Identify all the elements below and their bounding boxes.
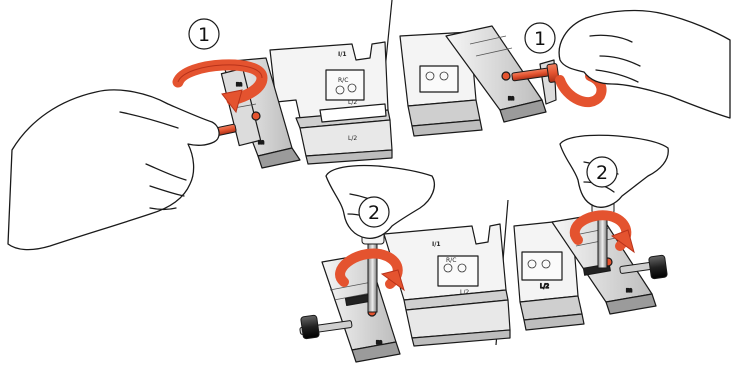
panel-top-right: m 1 (400, 11, 730, 136)
side-logo: m (508, 95, 514, 102)
panel-bottom-left: I/1 R/C L/2 m (300, 165, 510, 362)
side-logo: m (376, 339, 382, 346)
step-number: 1 (198, 24, 210, 46)
chip-label-top: I/1 (432, 241, 441, 248)
chip-label-mid: R/C (338, 77, 348, 84)
step-marker-bottom-left: 2 (359, 197, 389, 227)
chip-label-mid: R/C (446, 257, 456, 264)
chip-label-bottom-2: L/2 (348, 135, 357, 142)
side-clamp: m (322, 254, 400, 362)
chip-label-bottom: L/2 (540, 283, 549, 290)
chip-label-bottom: L/2 (348, 99, 357, 106)
side-logo: m (236, 81, 242, 88)
hand-icon (8, 90, 219, 250)
panel-top-left: I/1 R/C L/2 L/2 m m (8, 19, 392, 250)
step-marker-top-right: 1 (525, 23, 555, 53)
step-number: 1 (534, 28, 546, 50)
chip-label-bottom: L/2 (460, 289, 469, 296)
side-logo: m (626, 287, 632, 294)
step-marker-bottom-right: 2 (587, 157, 617, 187)
panel-bottom-right: L/2 m 2 (514, 135, 668, 330)
chip-label-top: I/1 (338, 51, 347, 58)
step-marker-top-left: 1 (189, 19, 219, 49)
step-number: 2 (368, 202, 380, 224)
side-logo-2: m (258, 139, 264, 146)
step-number: 2 (596, 162, 608, 184)
